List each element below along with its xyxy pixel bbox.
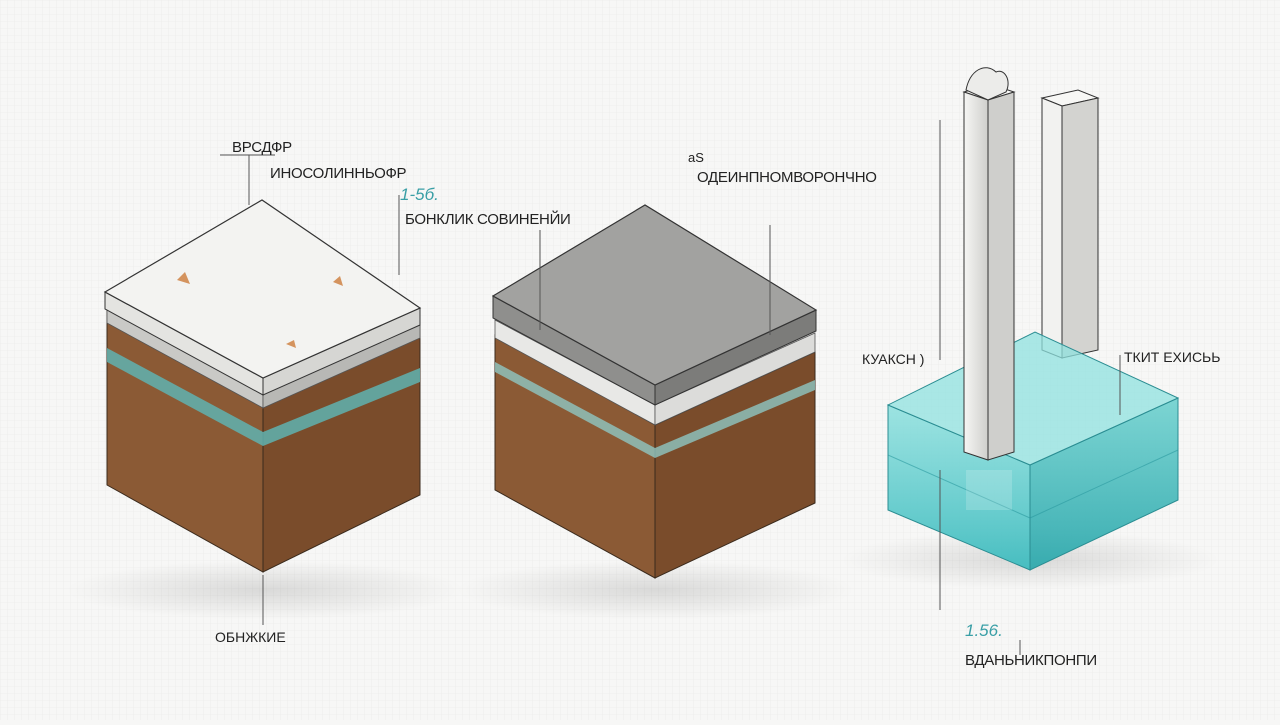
block-2-grey-slab-on-soil [455, 204, 855, 620]
label-block1-third: БОНКЛИК СОВИНЕНЙИ [405, 210, 571, 228]
label-block1-top: ВРСДФР [232, 139, 292, 156]
label-block3-value: 1.56. [965, 621, 1003, 640]
label-block3-bottom: ВДАНЬНИКПОНПИ [965, 652, 1097, 669]
label-block2-mark: aS [688, 150, 704, 165]
label-block3-left: КУАКСН ) [862, 351, 924, 367]
label-block1-bottom: ОБНЖКИЕ [215, 629, 286, 645]
block-3-pillars-in-water [840, 67, 1220, 655]
label-block2-top: ОДЕИНПНОМВОРОНЧНО [697, 169, 877, 186]
label-block3-right: ТКИТ ЕХИСЬЬ [1124, 349, 1220, 365]
label-block1-value: 1-5б. [400, 185, 439, 204]
label-block1-second: ИНОСОЛИННЬОФР [270, 165, 407, 182]
block-1-light-slab-on-soil [65, 154, 465, 625]
